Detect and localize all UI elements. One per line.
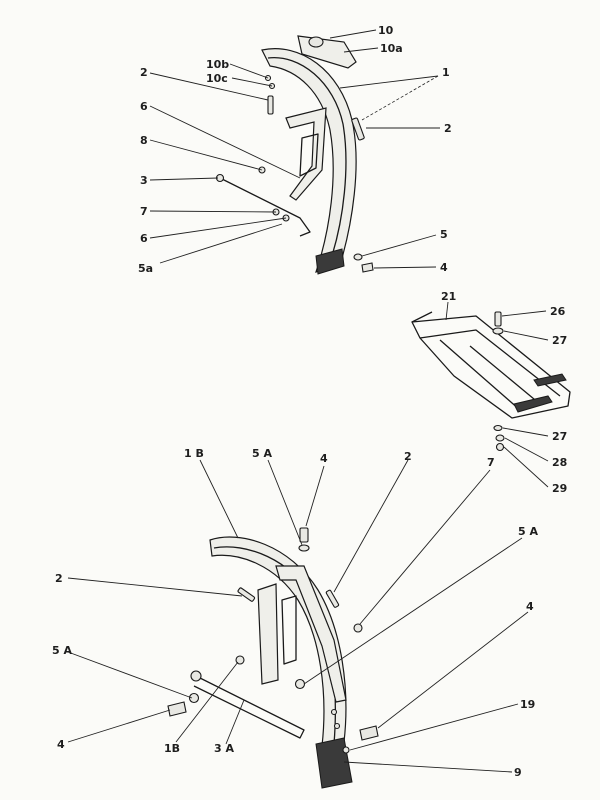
callout-a7: 2 <box>444 122 452 135</box>
callout-a15: 4 <box>440 261 448 274</box>
bolt-2-rear-right <box>325 589 340 608</box>
callout-a4: 10c <box>206 72 228 85</box>
callout-c10: 4 <box>57 738 65 751</box>
leaders-bottom <box>67 459 529 773</box>
bolt-4-top <box>299 527 309 543</box>
rear-wire-stay <box>193 675 305 739</box>
callout-a5: 1 <box>442 66 450 79</box>
callout-c2: 5 A <box>252 447 272 460</box>
leaders-middle <box>445 301 549 488</box>
callout-c8: 4 <box>526 600 534 613</box>
callout-a9: 8 <box>140 134 148 147</box>
callout-c6: 5 A <box>518 525 538 538</box>
washer-27-bottom <box>493 424 503 432</box>
bolt-2-rear-left <box>237 587 256 602</box>
callout-c1: 1 B <box>184 447 204 460</box>
callout-c13: 19 <box>520 698 535 711</box>
mud-flap <box>315 737 353 789</box>
callout-b4: 27 <box>552 430 567 443</box>
callout-a6: 2 <box>140 66 148 79</box>
washer-5A-left <box>188 692 200 704</box>
leaders-top <box>149 29 440 269</box>
washer-5A-right <box>294 678 306 690</box>
front-mudguard <box>261 48 357 273</box>
washer-27-top <box>492 327 504 335</box>
washer-28 <box>495 434 505 442</box>
callout-c5: 7 <box>487 456 495 469</box>
callout-a1: 10 <box>378 24 394 37</box>
callout-labels: 10 10a 10b 10c 1 2 2 6 8 3 7 6 5a 5 4 21… <box>52 24 567 779</box>
callout-a12: 6 <box>140 232 148 245</box>
washer-19 <box>342 746 350 754</box>
front-mudguard-assembly <box>215 35 374 275</box>
bolt-2-right <box>351 117 365 141</box>
washer-5 <box>353 253 363 261</box>
callout-b6: 29 <box>552 482 567 495</box>
callout-b2: 26 <box>550 305 566 318</box>
stay-bracket <box>285 107 327 201</box>
callout-a2: 10a <box>380 42 403 55</box>
callout-c12: 3 A <box>214 742 234 755</box>
nut-29 <box>495 442 505 452</box>
callout-c9: 5 A <box>52 644 72 657</box>
rear-mudguard-assembly <box>167 527 379 789</box>
carrier-rack <box>411 315 571 419</box>
bolt-2-left <box>267 95 274 115</box>
callout-a13: 5a <box>138 262 153 275</box>
callout-c3: 4 <box>320 452 328 465</box>
carrier-rack-assembly <box>411 311 571 452</box>
bolt-26 <box>494 311 502 327</box>
callout-b1: 21 <box>441 290 456 303</box>
callout-c4: 2 <box>404 450 412 463</box>
wire-stay <box>219 177 311 237</box>
callout-a11: 7 <box>140 205 148 218</box>
callout-a14: 5 <box>440 228 448 241</box>
callout-b3: 27 <box>552 334 567 347</box>
callout-c7: 2 <box>55 572 63 585</box>
callout-a8: 6 <box>140 100 148 113</box>
bolt-4 <box>361 262 374 273</box>
callout-a3: 10b <box>206 58 229 71</box>
callout-c11: 1B <box>164 742 180 755</box>
bolt-4-right <box>359 725 379 741</box>
callout-a10: 3 <box>140 174 148 187</box>
mudguard-end-block <box>315 248 345 275</box>
nut-7-rear <box>353 623 363 633</box>
bolt-4-left <box>167 701 187 717</box>
callout-c14: 9 <box>514 766 522 779</box>
washer-5A-top <box>298 544 310 552</box>
rear-stay-bracket <box>257 583 279 685</box>
callout-b5: 28 <box>552 456 567 469</box>
